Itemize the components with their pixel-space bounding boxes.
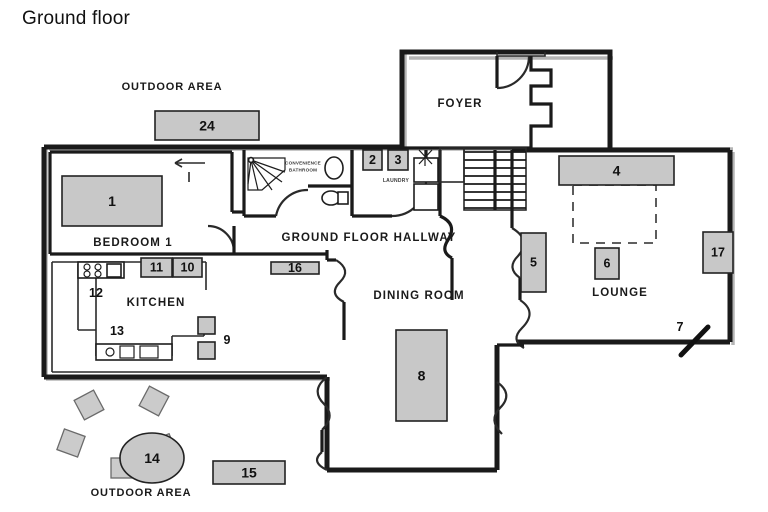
kitchen-structure xyxy=(51,261,320,373)
item-lounge-door-17[interactable]: 17 xyxy=(702,231,734,274)
room-label-outdoor_top: OUTDOOR AREA xyxy=(122,81,223,93)
lounge-unit-4-number: 4 xyxy=(613,163,621,179)
item-lounge-marker-7[interactable]: 7 xyxy=(677,320,684,334)
laundry-appliance-3-number: 3 xyxy=(395,153,402,167)
room-label-outdoor_bottom: OUTDOOR AREA xyxy=(91,487,192,499)
outdoor-chair xyxy=(56,428,86,458)
staircase xyxy=(439,147,527,211)
lounge-seat-5-number: 5 xyxy=(530,256,537,270)
item-lounge-seat-5[interactable]: 5 xyxy=(520,232,547,293)
outdoor-unit-15-number: 15 xyxy=(241,465,257,481)
item-hallway-unit-16[interactable]: 16 xyxy=(270,261,320,275)
kitchen-unit-13-number: 13 xyxy=(110,324,124,338)
lounge-table-6-number: 6 xyxy=(604,257,611,271)
lounge-marker-7-stroke xyxy=(678,324,711,358)
kitchen-unit-10-number: 10 xyxy=(181,261,195,275)
item-lounge-unit-4[interactable]: 4 xyxy=(558,155,675,186)
item-dining-table-8[interactable]: 8 xyxy=(395,329,448,422)
item-kitchen-unit-12[interactable]: 12 xyxy=(89,286,103,300)
item-bed-bedroom-1[interactable]: 1 xyxy=(61,175,163,227)
laundry-room xyxy=(350,149,442,218)
room-label-lounge: LOUNGE xyxy=(592,287,648,299)
item-laundry-appliance-2[interactable]: 2 xyxy=(362,149,383,171)
item-kitchen-unit-10[interactable]: 10 xyxy=(172,257,203,278)
hallway-unit-16-number: 16 xyxy=(288,261,302,275)
kitchen-unit-11-number: 11 xyxy=(150,261,163,275)
room-label-hallway: GROUND FLOOR HALLWAY xyxy=(282,232,457,244)
room-label-kitchen: KITCHEN xyxy=(127,297,186,309)
outdoor-chair xyxy=(73,389,105,421)
lounge-door-17-shape xyxy=(702,231,734,274)
outdoor-unit-24-number: 24 xyxy=(199,118,215,134)
hallway-unit-16-shape xyxy=(270,261,320,275)
foyer-structure xyxy=(399,49,613,152)
lounge-marker-7-number: 7 xyxy=(677,320,684,334)
laundry-appliance-3-shape xyxy=(387,149,409,171)
dining-table-8-shape xyxy=(395,329,448,422)
item-outdoor-unit-24[interactable]: 24 xyxy=(154,110,260,141)
item-outdoor-unit-15[interactable]: 15 xyxy=(212,460,286,485)
kitchen-unit-10-shape xyxy=(172,257,203,278)
item-lounge-table-6[interactable]: 6 xyxy=(594,247,620,280)
item-kitchen-unit-11[interactable]: 11 xyxy=(140,257,173,278)
kitchen-unit-9-shape xyxy=(197,341,216,360)
kitchen-unit-9-shape xyxy=(197,316,216,335)
room-label-dining: DINING ROOM xyxy=(373,290,464,302)
bed-bedroom-1-number: 1 xyxy=(108,193,116,209)
room-label-foyer: FOYER xyxy=(437,98,482,110)
laundry-appliance-2-number: 2 xyxy=(369,153,376,167)
outdoor-table-14-number: 14 xyxy=(144,450,160,466)
item-laundry-appliance-3[interactable]: 3 xyxy=(387,149,409,171)
lounge-zone-dashed xyxy=(572,184,657,244)
outdoor-unit-15-shape xyxy=(212,460,286,485)
item-kitchen-unit-13[interactable]: 13 xyxy=(110,324,124,338)
kitchen-unit-12-number: 12 xyxy=(89,286,103,300)
hallway-walls xyxy=(234,150,531,471)
room-label-bedroom1: BEDROOM 1 xyxy=(93,237,173,249)
kitchen-unit-9-number: 9 xyxy=(224,333,231,347)
page-title: Ground floor xyxy=(22,8,131,29)
dining-table-8-number: 8 xyxy=(418,368,426,384)
item-kitchen-unit-9[interactable]: 9 xyxy=(197,316,231,360)
laundry-appliance-2-shape xyxy=(362,149,383,171)
outdoor-table-14-shape xyxy=(119,432,185,484)
outdoor-unit-24-shape xyxy=(154,110,260,141)
micro-label-convenience_bathroom_l2: BATHROOM xyxy=(289,168,317,173)
micro-label-laundry: LAUNDRY xyxy=(383,178,410,184)
lounge-seat-5-shape xyxy=(520,232,547,293)
bed-bedroom-1-shape xyxy=(61,175,163,227)
lounge-table-6-shape xyxy=(594,247,620,280)
micro-label-convenience_bathroom_l1: CONVENIENCE xyxy=(285,161,321,166)
lounge-unit-4-shape xyxy=(558,155,675,186)
room-labels-layer: BEDROOM 1 GROUND FLOOR HALLWAY KITCHEN DINI… xyxy=(91,81,648,499)
item-outdoor-table-14[interactable]: 14 xyxy=(119,432,185,484)
outdoor-chair xyxy=(138,385,170,417)
kitchen-unit-11-shape xyxy=(140,257,173,278)
bedroom-and-partitions xyxy=(48,150,244,256)
micro-labels-layer: CONVENIENCE BATHROOM LAUNDRY xyxy=(285,161,409,185)
lounge-door-17-number: 17 xyxy=(711,246,725,260)
